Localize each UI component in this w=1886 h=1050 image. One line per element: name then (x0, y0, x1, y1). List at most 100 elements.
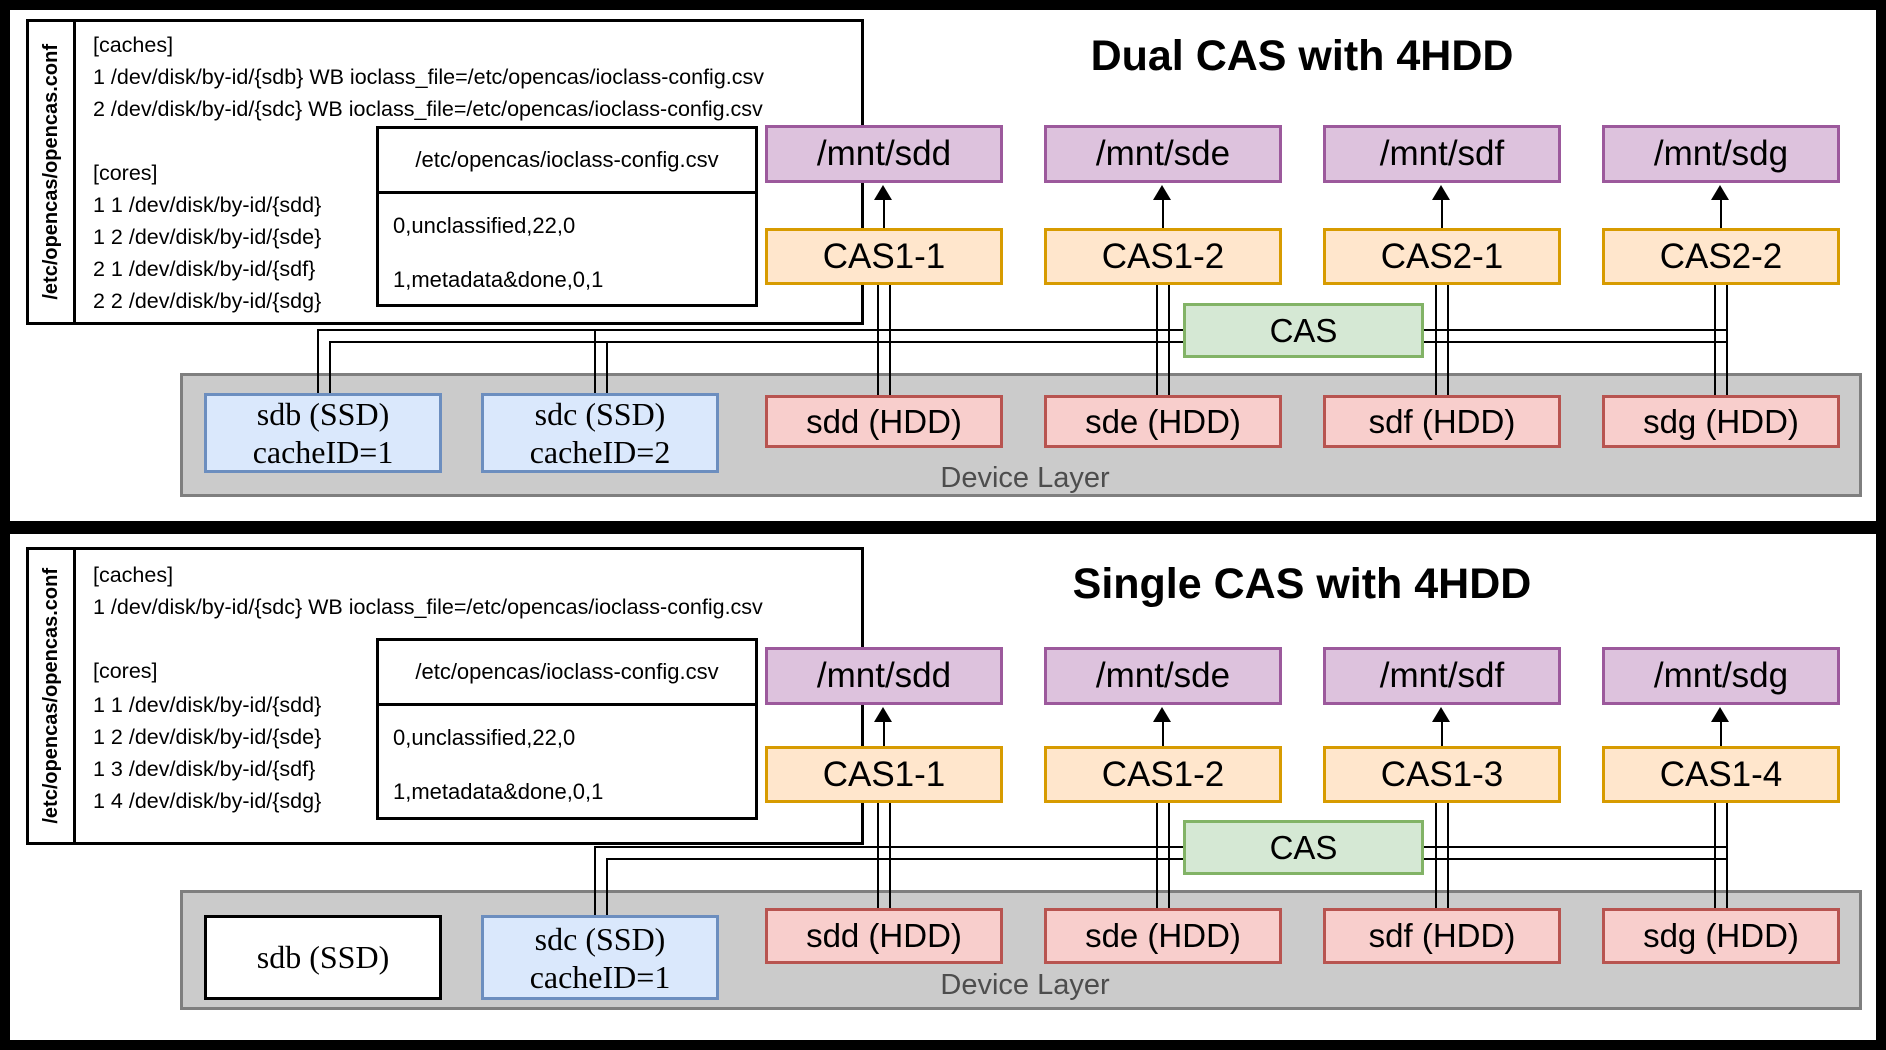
cas-to-mount-arrow (1720, 198, 1722, 228)
cas-instance-box: CAS2-2 (1602, 228, 1840, 285)
conf-line: [cores] (93, 659, 158, 683)
frame-bottom (0, 1040, 1886, 1050)
ssd-device-box: sdc (SSD) cacheID=1 (481, 915, 719, 1000)
hdd-device-box: sdg (HDD) (1602, 395, 1840, 448)
unused-ssd-device-box: sdb (SSD) (204, 915, 442, 1000)
cas-to-mount-arrow (1162, 198, 1164, 228)
arrow-up-icon (1711, 185, 1729, 200)
bus-to-ssd-link (594, 846, 596, 915)
hdd-device-box: sdg (HDD) (1602, 908, 1840, 964)
device-layer-label: Device Layer (940, 461, 1110, 494)
device-layer-label: Device Layer (940, 968, 1110, 1001)
mount-point-box: /mnt/sde (1044, 125, 1282, 183)
ssd-cache-id: cacheID=2 (529, 434, 671, 470)
conf-line: 2 2 /dev/disk/by-id/{sdg} (93, 289, 322, 313)
mount-point-box: /mnt/sdg (1602, 647, 1840, 705)
conf-line: 1 1 /dev/disk/by-id/{sdd} (93, 693, 322, 717)
ioclass-config-title: /etc/opencas/ioclass-config.csv (379, 129, 755, 194)
mount-point-box: /mnt/sdg (1602, 125, 1840, 183)
conf-line: 2 /dev/disk/by-id/{sdc} WB ioclass_file=… (93, 97, 763, 121)
conf-filename-label: /etc/opencas/opencas.conf (39, 568, 62, 824)
cas-to-hdd-link (1726, 285, 1728, 397)
ioclass-config-box: /etc/opencas/ioclass-config.csv 0,unclas… (376, 126, 758, 307)
bus-to-ssd-link (594, 329, 596, 393)
ioclass-config-box: /etc/opencas/ioclass-config.csv 0,unclas… (376, 638, 758, 820)
conf-line: 1 2 /dev/disk/by-id/{sde} (93, 725, 322, 749)
ssd-device-name: sdb (SSD) (256, 396, 390, 432)
cas-instance-box: CAS1-2 (1044, 228, 1282, 285)
mount-point-box: /mnt/sdd (765, 125, 1003, 183)
cas-bus-line (329, 341, 1727, 343)
mount-point-box: /mnt/sde (1044, 647, 1282, 705)
ssd-cache-id: cacheID=1 (529, 958, 671, 995)
conf-line: [caches] (93, 563, 174, 587)
bus-to-ssd-link (606, 341, 608, 393)
cas-to-hdd-link (1168, 803, 1170, 910)
frame-top (0, 0, 1886, 10)
conf-line: 1 /dev/disk/by-id/{sdb} WB ioclass_file=… (93, 65, 765, 89)
cas-to-mount-arrow (1441, 720, 1443, 746)
ssd-device-name: sdc (SSD) (534, 920, 666, 957)
ssd-device-box: sdb (SSD) cacheID=1 (204, 393, 442, 473)
hdd-device-box: sdf (HDD) (1323, 908, 1561, 964)
ioclass-row: 1,metadata&done,0,1 (393, 267, 604, 292)
conf-filename-strip: /etc/opencas/opencas.conf (29, 550, 76, 842)
cas-instance-box: CAS1-1 (765, 746, 1003, 803)
conf-line: 1 /dev/disk/by-id/{sdc} WB ioclass_file=… (93, 595, 763, 619)
cas-instance-box: CAS1-3 (1323, 746, 1561, 803)
cas-to-mount-arrow (1720, 720, 1722, 746)
cas-to-hdd-link (1447, 803, 1449, 910)
conf-line: [caches] (93, 33, 174, 57)
cas-instance-box: CAS1-2 (1044, 746, 1282, 803)
cas-to-hdd-link (1726, 803, 1728, 910)
hdd-device-box: sdd (HDD) (765, 395, 1003, 448)
conf-line: 2 1 /dev/disk/by-id/{sdf} (93, 257, 316, 281)
cas-to-hdd-link (877, 803, 879, 910)
bus-to-ssd-link (329, 341, 331, 393)
device-layer (180, 373, 1862, 497)
cas-instance-box: CAS2-1 (1323, 228, 1561, 285)
bus-to-ssd-link (606, 858, 608, 915)
conf-line: 1 2 /dev/disk/by-id/{sde} (93, 225, 322, 249)
hdd-device-box: sde (HDD) (1044, 395, 1282, 448)
conf-line: [cores] (93, 161, 158, 185)
page-title: Single CAS with 4HDD (1072, 559, 1532, 608)
cas-instance-box: CAS1-1 (765, 228, 1003, 285)
ioclass-row: 0,unclassified,22,0 (393, 725, 576, 750)
device-layer (180, 890, 1862, 1010)
cas-to-hdd-link (1714, 803, 1716, 910)
cas-to-mount-arrow (1441, 198, 1443, 228)
ioclass-row: 0,unclassified,22,0 (393, 213, 576, 238)
cas-instance-box: CAS1-4 (1602, 746, 1840, 803)
ssd-cache-id: cacheID=1 (252, 434, 394, 470)
arrow-up-icon (1432, 707, 1450, 722)
arrow-up-icon (1711, 707, 1729, 722)
cas-to-mount-arrow (1162, 720, 1164, 746)
ioclass-row: 1,metadata&done,0,1 (393, 779, 604, 804)
cas-module-box: CAS (1183, 820, 1424, 875)
cas-to-hdd-link (889, 803, 891, 910)
ioclass-config-title: /etc/opencas/ioclass-config.csv (379, 641, 755, 706)
mount-point-box: /mnt/sdf (1323, 647, 1561, 705)
conf-filename-strip: /etc/opencas/opencas.conf (29, 22, 76, 322)
cas-to-mount-arrow (883, 198, 885, 228)
panel-divider (0, 521, 1886, 534)
page-title: Dual CAS with 4HDD (1090, 31, 1514, 80)
hdd-device-box: sdd (HDD) (765, 908, 1003, 964)
ssd-device-box: sdc (SSD) cacheID=2 (481, 393, 719, 473)
conf-filename-label: /etc/opencas/opencas.conf (39, 44, 62, 300)
cas-to-hdd-link (1156, 803, 1158, 910)
cas-module-box: CAS (1183, 303, 1424, 358)
cas-to-hdd-link (1435, 803, 1437, 910)
conf-line: 1 3 /dev/disk/by-id/{sdf} (93, 757, 316, 781)
arrow-up-icon (874, 707, 892, 722)
mount-point-box: /mnt/sdd (765, 647, 1003, 705)
arrow-up-icon (1153, 707, 1171, 722)
hdd-device-box: sde (HDD) (1044, 908, 1282, 964)
cas-bus-line (594, 846, 1727, 848)
cas-bus-line (606, 858, 1727, 860)
mount-point-box: /mnt/sdf (1323, 125, 1561, 183)
hdd-device-box: sdf (HDD) (1323, 395, 1561, 448)
cas-bus-line (317, 329, 1727, 331)
